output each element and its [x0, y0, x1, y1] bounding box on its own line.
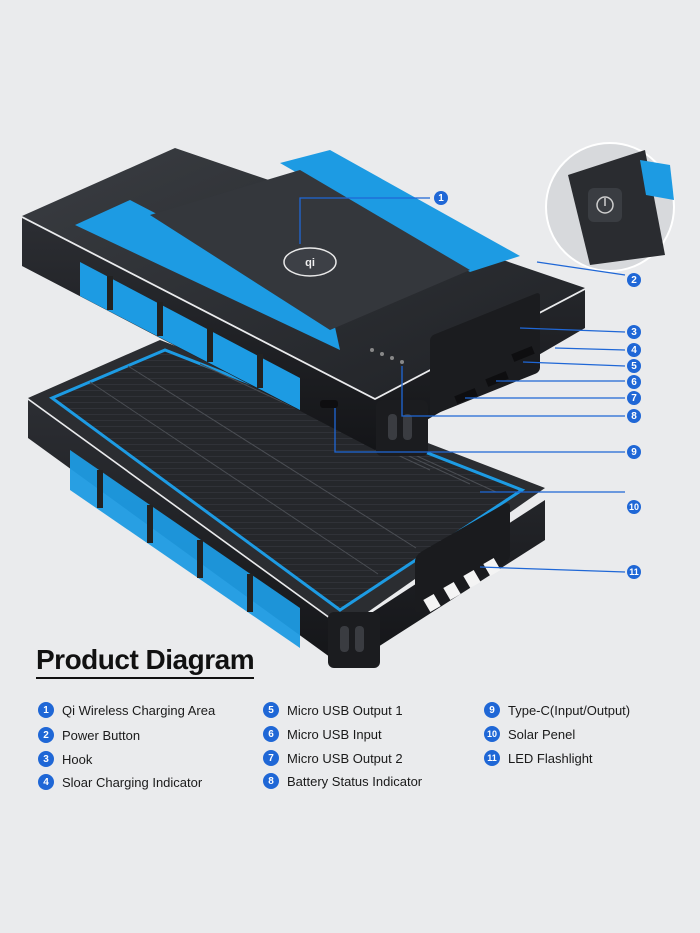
callout-1: 1 — [434, 191, 448, 205]
legend-label: Power Button — [62, 727, 141, 743]
legend-label: Battery Status Indicator — [287, 773, 423, 789]
led-flashlight-window — [415, 503, 510, 613]
legend-item-1: 1 Qi Wireless Charging Area — [38, 702, 215, 718]
usb-port-1 — [511, 346, 535, 362]
powerbank-side-accent — [80, 262, 300, 410]
legend-label: Type-C(Input/Output) — [508, 702, 631, 718]
callout-11: 11 — [627, 565, 641, 579]
page-title: Product Diagram — [36, 644, 255, 679]
callout-10: 10 — [627, 500, 641, 514]
legend-item-6: 6 Micro USB Input — [263, 726, 382, 742]
solar-corner-block — [328, 612, 380, 668]
solar-panel — [48, 348, 526, 612]
callout-5: 5 — [627, 359, 641, 373]
callout-6: 6 — [627, 375, 641, 389]
solar-side-ribs — [97, 470, 253, 612]
legend-item-9: 9 Type-C(Input/Output) — [484, 702, 630, 718]
legend-label: Micro USB Output 1 — [287, 702, 403, 718]
qi-logo: qi — [305, 257, 315, 269]
legend-num: 7 — [263, 750, 279, 766]
legend-label: Qi Wireless Charging Area — [62, 702, 216, 718]
legend-label: Solar Penel — [508, 726, 576, 742]
legend-item-7: 7 Micro USB Output 2 — [263, 750, 403, 766]
legend-num: 4 — [38, 774, 54, 790]
top-accent-right — [280, 150, 520, 272]
legend-label: Sloar Charging Indicator — [62, 774, 203, 790]
legend-label: Micro USB Input — [287, 726, 382, 742]
legend-num: 9 — [484, 702, 500, 718]
battery-status-indicator — [370, 348, 404, 364]
legend-num: 10 — [484, 726, 500, 742]
legend-num: 11 — [484, 750, 500, 766]
powerbank-unit: qi — [22, 148, 585, 456]
legend-item-4: 4 Sloar Charging Indicator — [38, 774, 202, 790]
solar-side-accent — [70, 450, 300, 648]
powerbank-side-ribs — [107, 276, 263, 388]
legend-label: Micro USB Output 2 — [287, 750, 403, 766]
solar-corner-slot-2 — [355, 626, 364, 652]
power-icon — [596, 196, 614, 214]
usb-port-3 — [454, 388, 478, 404]
legend-num: 3 — [38, 751, 54, 767]
legend-item-3: 3 Hook — [38, 751, 92, 767]
legend-label: LED Flashlight — [508, 750, 593, 766]
solar-corner-slot-1 — [340, 626, 349, 652]
legend-num: 2 — [38, 727, 54, 743]
legend-num: 1 — [38, 702, 54, 718]
legend-item-11: 11 LED Flashlight — [484, 750, 593, 766]
callout-9: 9 — [627, 445, 641, 459]
legend-item-10: 10 Solar Penel — [484, 726, 575, 742]
legend-num: 8 — [263, 773, 279, 789]
top-accent-left — [75, 200, 340, 350]
power-button-inset — [545, 142, 675, 272]
legend-label: Hook — [62, 751, 93, 767]
callout-7: 7 — [627, 391, 641, 405]
legend-num: 6 — [263, 726, 279, 742]
callout-2: 2 — [627, 273, 641, 287]
callout-4: 4 — [627, 343, 641, 357]
legend-item-8: 8 Battery Status Indicator — [263, 773, 422, 789]
type-c-port — [320, 400, 338, 408]
port-panel — [430, 293, 540, 415]
solar-unit — [28, 340, 545, 668]
powerbank-corner-slot-2 — [403, 414, 412, 440]
callout-3: 3 — [627, 325, 641, 339]
qi-charging-area — [283, 247, 337, 277]
callout-8: 8 — [627, 409, 641, 423]
legend-item-5: 5 Micro USB Output 1 — [263, 702, 403, 718]
legend-item-2: 2 Power Button — [38, 727, 140, 743]
usb-port-2 — [485, 371, 509, 387]
legend-num: 5 — [263, 702, 279, 718]
leader-lines — [299, 197, 626, 573]
powerbank-corner-block — [376, 400, 428, 456]
powerbank-corner-slot-1 — [388, 414, 397, 440]
